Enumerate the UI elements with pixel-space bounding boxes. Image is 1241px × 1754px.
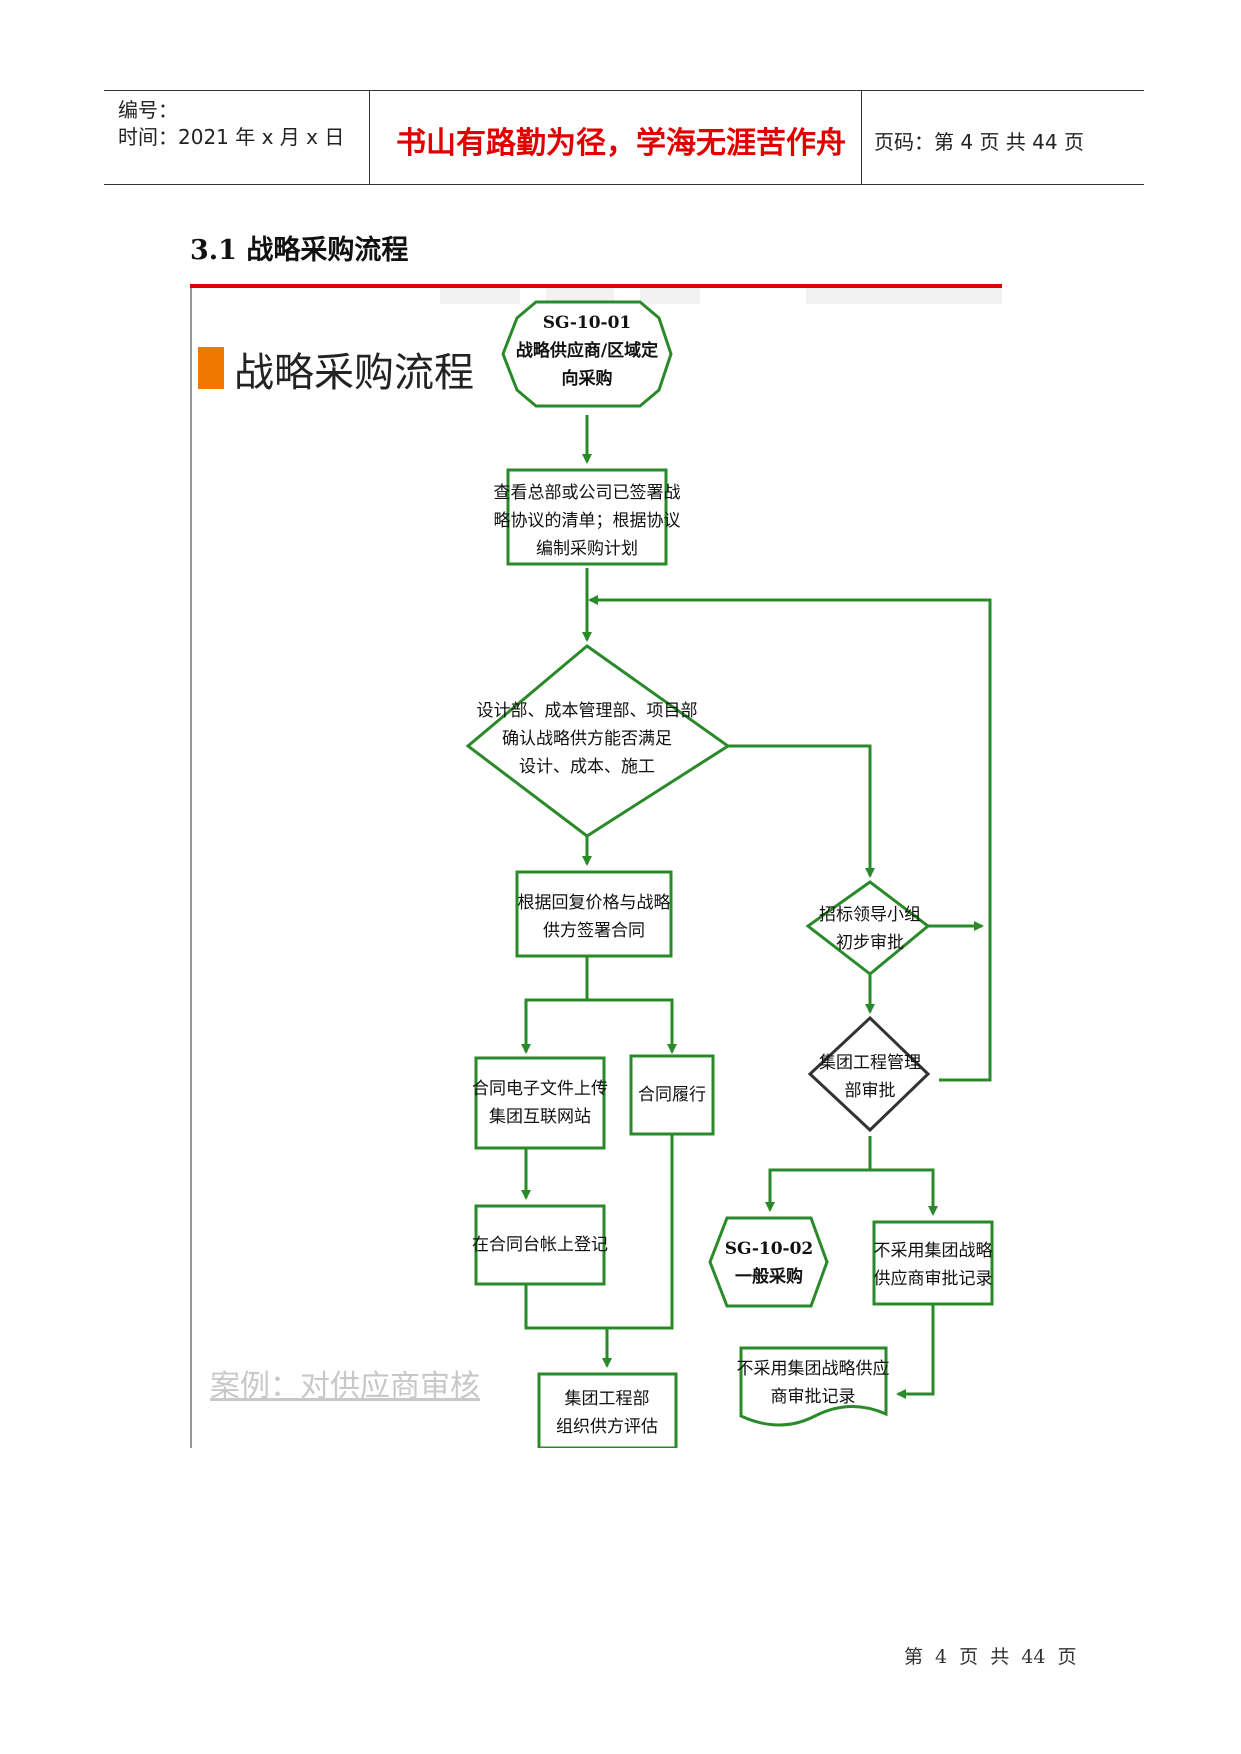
- check-node-label-1: 查看总部或公司已签署战: [494, 483, 681, 503]
- not-adopt-node-shape: [872, 1220, 994, 1306]
- banner-marker: [198, 347, 224, 389]
- doc-time-label: 时间：2021 年 x 月 x 日: [118, 125, 345, 149]
- figure-left-rule: [190, 288, 192, 1448]
- record-doc-shape: [739, 1346, 888, 1427]
- start-node-label-3: 向采购: [562, 368, 613, 389]
- connector: [524, 1284, 612, 1368]
- decision-node-label-1: 设计部、成本管理部、项目部: [477, 701, 698, 721]
- banner-title: 战略采购流程: [234, 350, 474, 396]
- flowchart-figure: 战略采购流程 案例：对供应商审核: [190, 284, 1002, 1450]
- not-adopt-node-label-1: 不采用集团战略: [874, 1241, 993, 1261]
- connector: [607, 1134, 674, 1330]
- flowchart-svg: 战略采购流程 案例：对供应商审核: [190, 284, 1002, 1450]
- ledger-node-shape: [474, 1204, 606, 1286]
- bid-node-label-2: 初步审批: [836, 933, 904, 953]
- sign-node-shape: [515, 870, 673, 958]
- connector: [728, 744, 875, 878]
- check-node-label-2: 略协议的清单；根据协议: [494, 511, 681, 531]
- decision-node-label-2: 确认战略供方能否满足: [502, 729, 672, 749]
- decision-node-shape: [465, 644, 731, 838]
- start-node-label-1: SG-10-01: [543, 313, 632, 333]
- group-approve-node-shape: [807, 1015, 931, 1133]
- general-node-label-2: 一般采购: [735, 1266, 803, 1287]
- connector: [521, 956, 589, 1054]
- figure-top-rule: [190, 284, 1002, 288]
- bid-node-label-1: 招标领导小组: [819, 905, 921, 925]
- perform-node-shape: [629, 1054, 715, 1136]
- page-number-label: 页码：第 4 页 共 44 页: [874, 130, 1084, 154]
- evaluate-node-label-2: 组织供方评估: [556, 1417, 658, 1437]
- upload-node-shape: [474, 1056, 606, 1150]
- header-divider-right: [861, 90, 862, 184]
- start-node-shape: [501, 300, 673, 408]
- upload-node-label-2: 集团互联网站: [489, 1107, 591, 1127]
- sign-node-label-2: 供方签署合同: [543, 921, 645, 941]
- perform-node-label: 合同履行: [638, 1085, 706, 1105]
- general-node-label-1: SG-10-02: [725, 1239, 814, 1259]
- general-node-shape: [708, 1216, 829, 1308]
- doc-number-label: 编号：: [118, 98, 178, 122]
- connector: [870, 1168, 938, 1216]
- header-bottom-rule: [104, 184, 1144, 185]
- check-node-shape: [506, 468, 668, 566]
- group-approve-node-label-2: 部审批: [845, 1081, 896, 1101]
- decision-node-label-3: 设计、成本、施工: [519, 757, 655, 777]
- header-motto: 书山有路勤为径，学海无涯苦作舟: [396, 126, 846, 161]
- evaluate-node-label-1: 集团工程部: [565, 1389, 650, 1409]
- header-divider-left: [369, 90, 370, 184]
- sign-node-label-1: 根据回复价格与战略: [518, 893, 671, 913]
- connector-loop: [588, 595, 992, 1082]
- record-doc-label-2: 商审批记录: [771, 1387, 856, 1407]
- header-top-rule: [104, 90, 1144, 91]
- connector: [896, 1302, 935, 1399]
- upload-node-label-1: 合同电子文件上传: [472, 1079, 608, 1099]
- record-doc-label-1: 不采用集团战略供应: [737, 1359, 890, 1379]
- group-approve-node-label-1: 集团工程管理: [819, 1053, 921, 1073]
- bid-node-shape: [805, 880, 931, 976]
- connector: [587, 998, 677, 1054]
- connector: [765, 1136, 872, 1212]
- not-adopt-node-label-2: 供应商审批记录: [874, 1269, 993, 1289]
- check-node-label-3: 编制采购计划: [536, 539, 638, 559]
- ledger-node-label: 在合同台帐上登记: [472, 1235, 608, 1255]
- start-node-label-2: 战略供应商/区域定: [516, 340, 658, 361]
- page-footer: 第 4 页 共 44 页: [904, 1646, 1077, 1668]
- section-title: 3.1 战略采购流程: [190, 235, 409, 266]
- case-caption: 案例：对供应商审核: [210, 1369, 480, 1404]
